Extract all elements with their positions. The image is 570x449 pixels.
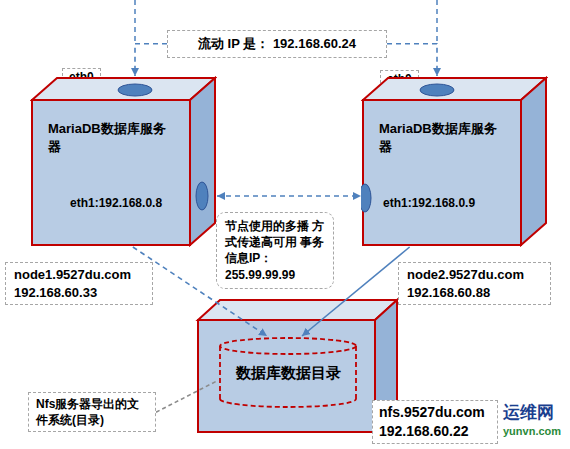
connector <box>217 195 361 197</box>
watermark: 运维网 <box>503 403 554 423</box>
node-text: 节点使用的多播 方式传递高可用 事务信息IP： 255.99.99.99 <box>225 218 325 283</box>
node-text: 流动 IP 是： 192.168.60.24 <box>198 35 356 53</box>
nfs-server-box <box>198 300 397 432</box>
node-text: MariaDB数据库服务器 <box>48 120 170 155</box>
node-text: nfs.9527du.com 192.168.60.22 <box>379 403 491 441</box>
floating-ip-stub <box>134 0 136 43</box>
node-text: Nfs服务器导出的文件系统(目录) <box>36 396 148 428</box>
floating-ip-stub <box>436 0 438 43</box>
multicast-note-box: 节点使用的多播 方式传递高可用 事务信息IP： 255.99.99.99 <box>216 212 334 289</box>
node-text: eth1:192.168.0.9 <box>383 195 548 211</box>
connector <box>156 380 218 412</box>
server-outline <box>30 76 217 247</box>
host-label: nfs.9527du.com 192.168.60.22 <box>372 400 498 444</box>
watermark: yunvn.com <box>503 425 561 438</box>
node-text: node2.9527du.com 192.168.60.88 <box>407 266 542 301</box>
host-label: node2.9527du.com 192.168.60.88 <box>398 262 551 305</box>
db-server-box: MariaDB数据库服务器 eth1:192.168.0.8 <box>30 76 217 247</box>
connector <box>135 44 167 76</box>
floating-ip-box: 流动 IP 是： 192.168.60.24 <box>167 30 387 58</box>
node-text: eth1:192.168.0.8 <box>70 195 217 211</box>
server-outline <box>361 76 548 247</box>
node-text: node1.9527du.com 192.168.60.33 <box>14 266 144 301</box>
host-label: node1.9527du.com 192.168.60.33 <box>5 262 153 305</box>
node-text: 数据库数据目录 <box>236 363 341 383</box>
db-server-box: MariaDB数据库服务器 eth1:192.168.0.9 <box>361 76 548 247</box>
node-text: MariaDB数据库服务器 <box>379 120 501 155</box>
callout-box: Nfs服务器导出的文件系统(目录) <box>28 392 156 432</box>
data-directory-cylinder: 数据库数据目录 <box>218 336 358 410</box>
